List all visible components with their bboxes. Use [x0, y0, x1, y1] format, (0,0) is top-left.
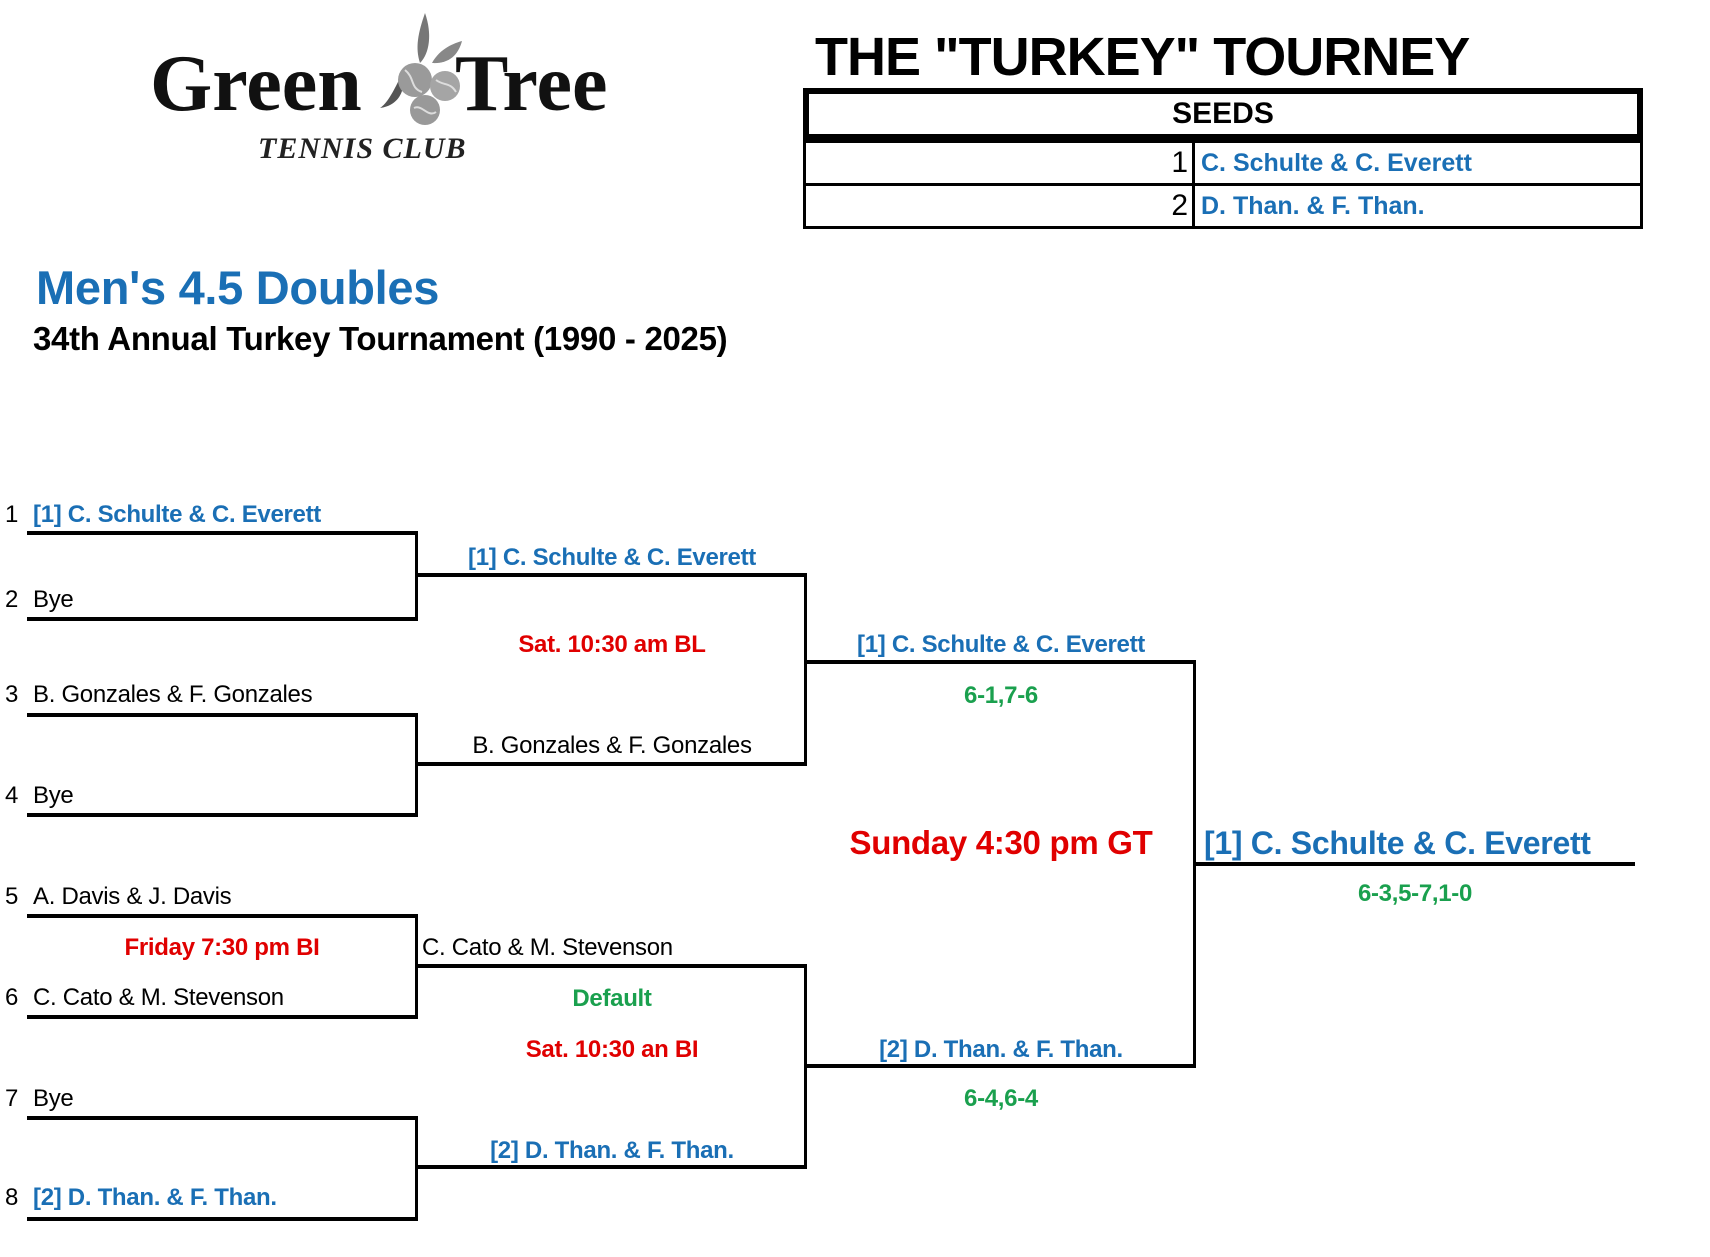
- seed-row: 1 C. Schulte & C. Everett: [806, 140, 1640, 183]
- bracket-connector: [415, 713, 418, 817]
- seeds-heading: SEEDS: [803, 88, 1643, 140]
- seed-number: 1: [806, 143, 1195, 183]
- round1-entry: Bye: [33, 586, 74, 613]
- event-subtitle: 34th Annual Turkey Tournament (1990 - 20…: [33, 320, 728, 357]
- match-time: Friday 7:30 pm BI: [124, 934, 320, 961]
- draw-position: 6: [5, 984, 19, 1011]
- bracket-connector: [415, 531, 418, 621]
- draw-position: 1: [5, 501, 19, 528]
- round1-entry: C. Cato & M. Stevenson: [33, 984, 284, 1011]
- round1-entry: B. Gonzales & F. Gonzales: [33, 681, 313, 708]
- bracket-line: [417, 1165, 807, 1169]
- final-line: [1195, 862, 1635, 866]
- match-time: Sat. 10:30 am BL: [518, 631, 706, 658]
- round1-entry: A. Davis & J. Davis: [33, 883, 232, 910]
- bracket-line: [27, 813, 418, 817]
- round2-entry: C. Cato & M. Stevenson: [422, 934, 673, 961]
- round2-entry: B. Gonzales & F. Gonzales: [472, 732, 752, 759]
- logo-word-green: Green: [150, 40, 362, 128]
- bracket-line: [417, 964, 807, 968]
- logo-subtitle: TENNIS CLUB: [258, 132, 467, 165]
- event-title: Men's 4.5 Doubles: [36, 261, 440, 314]
- draw-position: 2: [5, 586, 19, 613]
- draw-position: 4: [5, 782, 19, 809]
- draw-position: 5: [5, 883, 19, 910]
- draw-position: 8: [5, 1184, 19, 1211]
- bracket-connector: [415, 914, 418, 1019]
- match-score: 6-4,6-4: [964, 1085, 1038, 1112]
- bracket-line: [27, 1116, 418, 1120]
- champion: [1] C. Schulte & C. Everett: [1204, 825, 1591, 861]
- bracket-connector: [1193, 660, 1196, 1068]
- final-time: Sunday 4:30 pm GT: [849, 824, 1153, 861]
- round1-entry: Bye: [33, 1085, 74, 1112]
- bracket-line: [27, 1015, 418, 1019]
- bracket-line: [806, 660, 1196, 664]
- round2-entry: [1] C. Schulte & C. Everett: [468, 544, 756, 571]
- bracket-line: [27, 713, 418, 717]
- semifinal-winner: [1] C. Schulte & C. Everett: [857, 631, 1145, 658]
- tennis-ball-tree-icon: [380, 13, 462, 125]
- bracket-line: [27, 531, 418, 535]
- match-time: Sat. 10:30 an BI: [525, 1036, 699, 1063]
- match-result: Default: [572, 985, 652, 1012]
- round1-entry: Bye: [33, 782, 74, 809]
- seeds-table: SEEDS 1 C. Schulte & C. Everett 2 D. Tha…: [803, 88, 1643, 229]
- seed-row: 2 D. Than. & F. Than.: [806, 183, 1640, 226]
- bracket-line: [417, 762, 807, 766]
- round2-entry: [2] D. Than. & F. Than.: [490, 1137, 734, 1164]
- bracket-connector: [804, 964, 807, 1169]
- bracket-connector: [415, 1116, 418, 1221]
- bracket-line: [27, 914, 418, 918]
- bracket-connector: [804, 573, 807, 766]
- final-score: 6-3,5-7,1-0: [1357, 880, 1473, 907]
- match-score: 6-1,7-6: [964, 682, 1038, 709]
- tourney-title: THE "TURKEY" TOURNEY: [815, 27, 1470, 87]
- logo-word-tree: Tree: [455, 40, 608, 128]
- draw-position: 7: [5, 1085, 19, 1112]
- round1-entry: [1] C. Schulte & C. Everett: [33, 501, 321, 528]
- seed-number: 2: [806, 186, 1195, 226]
- bracket-line: [27, 617, 418, 621]
- seed-name: D. Than. & F. Than.: [1201, 192, 1425, 220]
- semifinal-winner: [2] D. Than. & F. Than.: [879, 1036, 1123, 1063]
- draw-position: 3: [5, 681, 19, 708]
- seed-name: C. Schulte & C. Everett: [1201, 149, 1472, 177]
- bracket-line: [417, 573, 807, 577]
- bracket-line: [806, 1064, 1196, 1068]
- round1-entry: [2] D. Than. & F. Than.: [33, 1184, 277, 1211]
- bracket-line: [27, 1217, 418, 1221]
